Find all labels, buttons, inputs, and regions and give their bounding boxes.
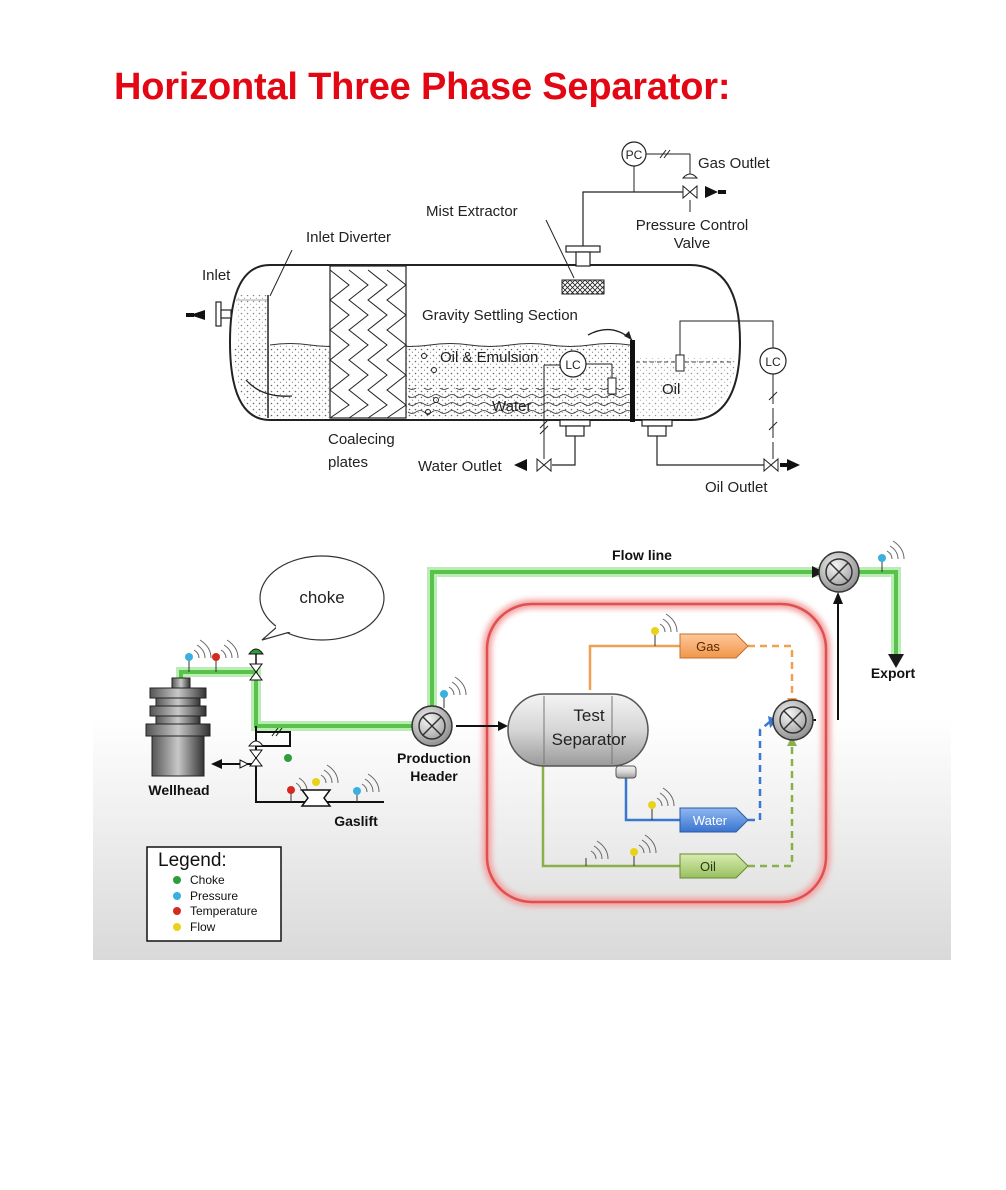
- production-header-label-2: Header: [410, 768, 458, 784]
- oil-outlet-label: Oil Outlet: [705, 479, 768, 496]
- sensor-gaslift-pressure: [353, 773, 380, 802]
- oil-tag-label: Oil: [700, 859, 716, 874]
- oil-tag: [679, 853, 749, 879]
- water-tag: [679, 807, 749, 833]
- gaslift-label: Gaslift: [334, 813, 378, 829]
- gaslift-flow-meter: [300, 789, 332, 807]
- flow-line-label: Flow line: [612, 547, 672, 563]
- test-separator-label-1: Test: [573, 706, 604, 725]
- test-system-boundary: [485, 602, 828, 904]
- three-phase-separator-diagram: PC Gas Outlet Mist Extractor Pressure Co…: [186, 141, 800, 496]
- separator-vessel: [186, 141, 800, 473]
- production-header-manifold: [411, 705, 453, 747]
- oil-label: Oil: [662, 381, 680, 398]
- gas-tag: [679, 633, 749, 659]
- export-label: Export: [871, 665, 916, 681]
- production-header-label-1: Production: [397, 750, 471, 766]
- page-title: Horizontal Three Phase Separator:: [114, 66, 731, 108]
- test-outlet-manifold: [772, 699, 814, 741]
- pressure-control-valve-label-1: Pressure Control: [636, 217, 749, 234]
- legend-item-choke: [173, 876, 181, 884]
- lc-label-water: LC: [565, 358, 581, 372]
- pressure-control-valve-label-2: Valve: [674, 235, 710, 252]
- test-separator-label-2: Separator: [552, 730, 627, 749]
- test-separator-vessel: [507, 693, 649, 779]
- lc-label-oil: LC: [765, 355, 781, 369]
- coalescing-label-1: Coalecing: [328, 431, 395, 448]
- water-tag-label: Water: [693, 813, 728, 828]
- wellhead-icon: [145, 677, 211, 777]
- sensor-oil-pressure: [585, 840, 609, 866]
- gaslift-control-valve: [239, 727, 292, 769]
- legend-label-choke: Choke: [190, 873, 225, 887]
- gas-outlet-label: Gas Outlet: [698, 155, 771, 172]
- legend-label-temperature: Temperature: [190, 904, 258, 918]
- gas-label: Gas: [696, 639, 720, 654]
- coalescing-label-2: plates: [328, 454, 368, 471]
- water-label: Water: [492, 398, 531, 415]
- legend-item-temperature: [173, 907, 181, 915]
- water-outlet-label: Water Outlet: [418, 458, 502, 475]
- legend-title: Legend:: [158, 850, 227, 871]
- sensor-wellhead-temperature: [212, 639, 239, 672]
- choke-callout: [259, 555, 385, 641]
- sensor-water-flow: [648, 787, 675, 820]
- choke-callout-label: choke: [299, 588, 344, 607]
- legend: [146, 846, 282, 942]
- inlet-label: Inlet: [202, 267, 231, 284]
- legend-item-flow: [173, 923, 181, 931]
- sensor-wellhead-pressure: [185, 639, 212, 672]
- pc-label: PC: [626, 148, 643, 162]
- legend-label-pressure: Pressure: [190, 889, 238, 903]
- oil-emulsion-label: Oil & Emulsion: [440, 349, 538, 366]
- sensor-gas-flow: [651, 613, 678, 646]
- inlet-diverter-label: Inlet Diverter: [306, 229, 391, 246]
- flow-line-path: [176, 566, 904, 731]
- legend-item-pressure: [173, 892, 181, 900]
- sensor-gaslift-flow: [312, 764, 339, 786]
- mist-extractor-label: Mist Extractor: [426, 203, 518, 220]
- export-manifold: [818, 551, 860, 593]
- wellhead-label: Wellhead: [148, 782, 209, 798]
- sensor-export-pressure: [878, 540, 905, 572]
- gravity-settling-label: Gravity Settling Section: [422, 307, 578, 324]
- sensor-header-pressure: [440, 676, 467, 708]
- legend-label-flow: Flow: [190, 920, 216, 934]
- choke-valve: [248, 648, 264, 681]
- sensor-oil-flow: [630, 834, 657, 866]
